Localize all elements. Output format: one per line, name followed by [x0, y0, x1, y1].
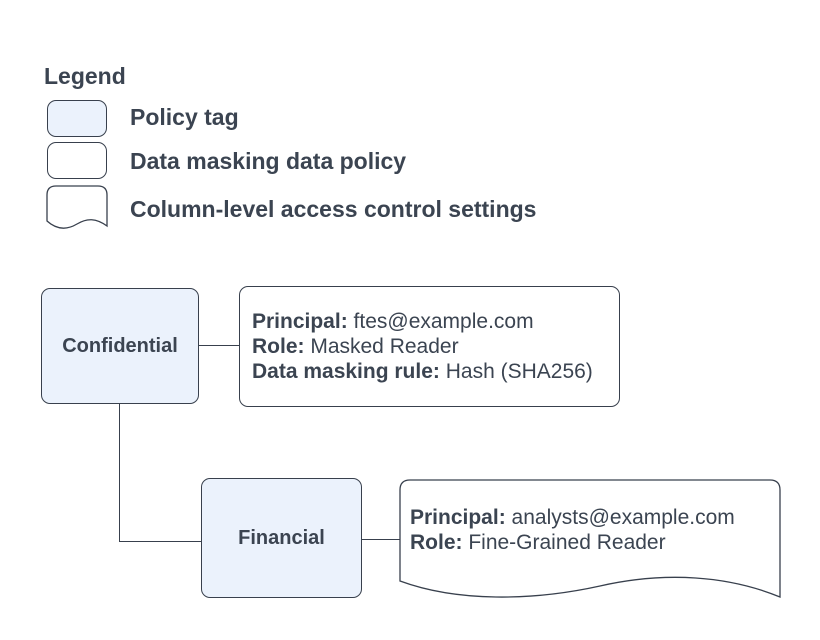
principal-label: Principal: [410, 505, 506, 529]
legend-swatch-data-masking-policy [47, 142, 107, 179]
legend-label-data-masking-policy: Data masking data policy [130, 148, 407, 174]
role-value: Masked Reader [304, 335, 459, 358]
column-access-document-shape [399, 479, 781, 598]
node-confidential-label: Confidential [62, 334, 178, 357]
column-access-settings-box: Principal: analysts@example.com Role: Fi… [410, 479, 775, 580]
legend-label-policy-tag: Policy tag [130, 104, 239, 130]
connector-confidential-to-financial-horizontal [119, 541, 202, 542]
connector-confidential-to-financial-vertical [119, 404, 120, 542]
node-financial-policy-tag: Financial [201, 478, 362, 598]
node-confidential-policy-tag: Confidential [41, 288, 199, 404]
role-label: Role: [410, 530, 463, 554]
masking-policy-role-line: Role: Masked Reader [252, 334, 607, 359]
legend-label-column-access: Column-level access control settings [130, 196, 537, 222]
masking-policy-rule-line: Data masking rule: Hash (SHA256) [252, 359, 607, 384]
legend-document-shape-icon [46, 185, 108, 229]
role-label: Role: [252, 335, 305, 358]
role-value: Fine-Grained Reader [462, 530, 666, 554]
masking-rule-value: Hash (SHA256) [439, 360, 593, 383]
masking-rule-label: Data masking rule: [252, 360, 440, 383]
masking-policy-principal-line: Principal: ftes@example.com [252, 309, 607, 334]
legend-title: Legend [44, 63, 126, 89]
node-financial-label: Financial [238, 526, 325, 549]
principal-value: analysts@example.com [505, 505, 735, 529]
legend-swatch-policy-tag [47, 100, 107, 137]
data-masking-policy-box: Principal: ftes@example.com Role: Masked… [239, 286, 620, 407]
column-access-principal-line: Principal: analysts@example.com [410, 505, 775, 530]
connector-financial-to-column-access [362, 539, 400, 540]
principal-value: ftes@example.com [347, 310, 534, 333]
column-access-role-line: Role: Fine-Grained Reader [410, 530, 775, 555]
connector-confidential-to-masking-policy [199, 345, 239, 346]
principal-label: Principal: [252, 310, 348, 333]
